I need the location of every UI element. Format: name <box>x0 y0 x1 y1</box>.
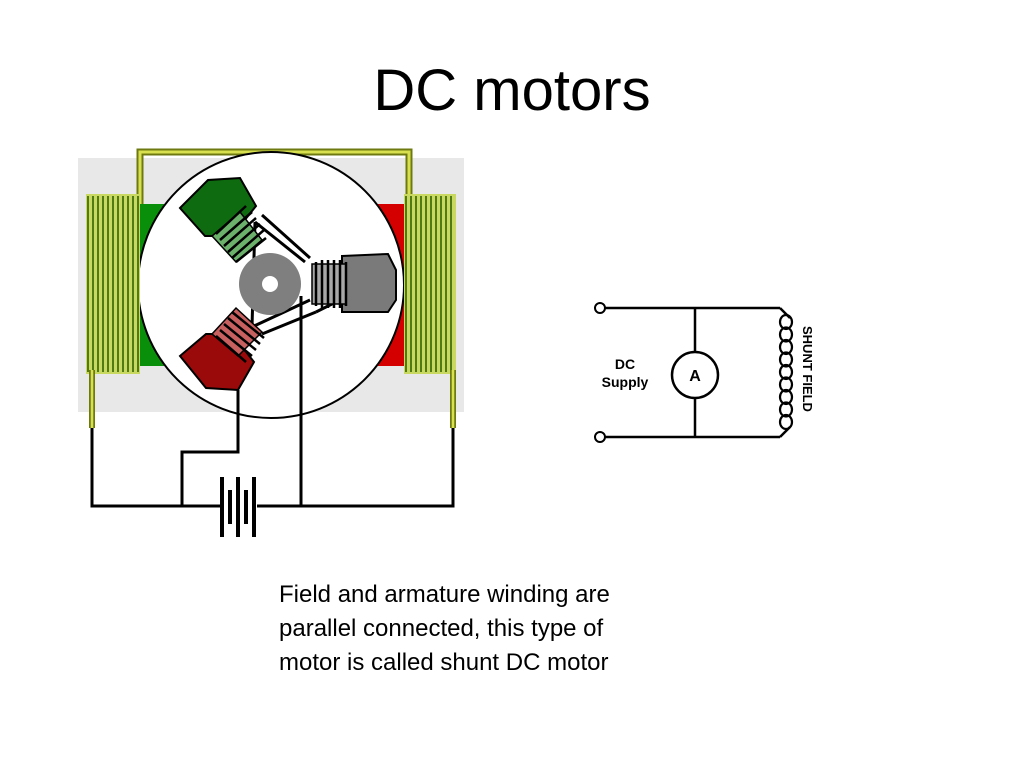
caption-line-3: motor is called shunt DC motor <box>279 649 609 676</box>
shunt-coil-turn <box>778 413 794 431</box>
slide-title: DC motors <box>373 58 651 123</box>
shaft <box>262 276 278 292</box>
shunt-coil-turn <box>778 351 794 368</box>
caption-line-2: parallel connected, this type of <box>279 615 604 642</box>
shunt-coil-turn <box>778 313 794 331</box>
negative-terminal <box>594 431 606 443</box>
supply-label-line2: Supply <box>602 374 649 390</box>
ammeter-icon <box>670 350 720 400</box>
shunt-coil-turn <box>778 376 794 393</box>
shunt-coil-turn <box>778 363 794 381</box>
shunt-coil-turn <box>778 326 794 343</box>
shunt-coil-turn <box>778 401 794 418</box>
right-field-coil <box>404 194 456 374</box>
caption: Field and armature winding are parallel … <box>279 578 699 680</box>
left-field-coil <box>86 194 140 374</box>
armature-pole-green <box>178 176 267 264</box>
shunt-field-label: SHUNT FIELD <box>800 326 815 412</box>
battery-icon <box>220 477 256 537</box>
armature-pole-gray <box>311 252 397 313</box>
caption-line-1: Field and armature winding are <box>279 581 610 608</box>
shunt-field-coil <box>778 313 794 431</box>
shunt-coil-turn <box>778 338 794 356</box>
external-wiring <box>90 296 455 508</box>
armature-pole-red <box>178 306 265 392</box>
supply-label-line1: DC <box>615 356 635 372</box>
shunt-coil-turn <box>778 388 794 406</box>
ammeter-label: A <box>689 368 701 385</box>
positive-terminal <box>594 302 606 314</box>
